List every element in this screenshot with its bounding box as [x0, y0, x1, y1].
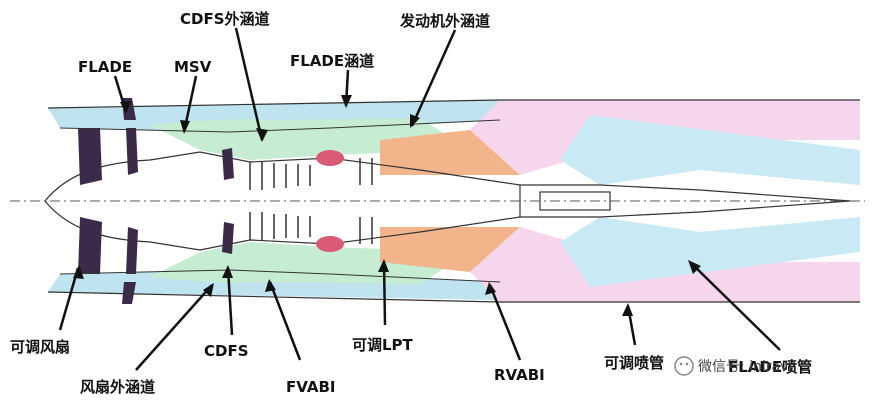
nozzle-blue-bottom — [560, 217, 860, 287]
label-flade-nozzle: FLADE喷管 — [728, 358, 812, 376]
label-fan-bypass: 风扇外涵道 — [80, 378, 155, 396]
cdfs-blade-bottom — [222, 222, 234, 254]
nozzle-blue-top — [560, 115, 860, 185]
flade-blade-bottom — [122, 282, 136, 304]
inner-casing — [59, 119, 501, 283]
watermark-text: 微信号: iniravi — [698, 359, 792, 375]
cdfs-blade-top — [222, 148, 234, 180]
fan-blade-bottom-2 — [126, 227, 138, 274]
outer-casing — [47, 99, 860, 303]
fan-blade-top-2 — [126, 128, 138, 175]
compressor-stages — [249, 158, 373, 244]
combustor-bottom — [316, 236, 344, 252]
label-msv: MSV — [174, 58, 212, 76]
label-variable-nozzle: 可调喷管 — [604, 354, 664, 372]
label-cdfs-bypass: CDFS外涵道 — [180, 10, 270, 28]
wechat-icon — [674, 356, 694, 376]
turbine-bottom — [380, 227, 520, 272]
label-flade-duct: FLADE涵道 — [290, 52, 374, 70]
label-flade: FLADE — [78, 58, 132, 76]
label-variable-fan: 可调风扇 — [10, 338, 70, 356]
fan-blade-top-1 — [78, 128, 102, 185]
label-rvabi: RVABI — [494, 366, 545, 384]
combustor-top — [316, 150, 344, 166]
label-variable-lpt: 可调LPT — [352, 336, 414, 354]
arrow-heads — [73, 95, 701, 316]
label-engine-bypass: 发动机外涵道 — [399, 12, 490, 30]
fan-blade-bottom-1 — [78, 217, 102, 274]
label-fvabi: FVABI — [286, 378, 335, 396]
turbine-top — [380, 130, 520, 175]
label-cdfs: CDFS — [204, 342, 249, 360]
wechat-watermark: 微信号: iniravi — [674, 356, 792, 376]
